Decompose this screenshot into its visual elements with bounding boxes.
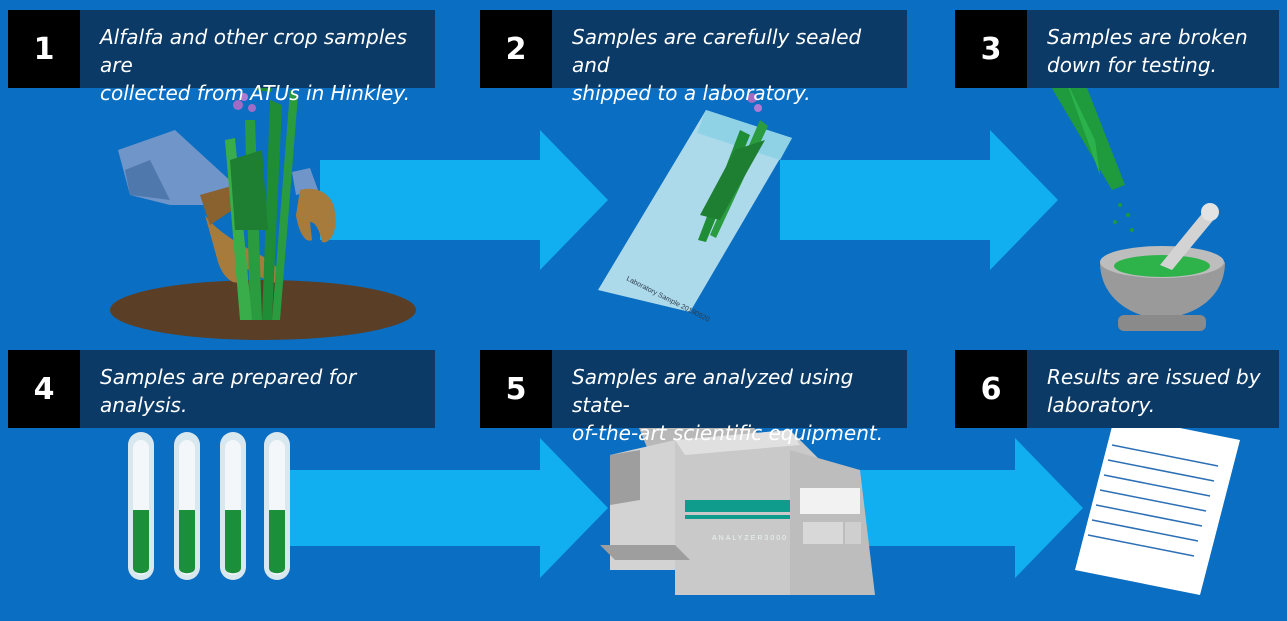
step-6-caption: Results are issued by laboratory. [1027,350,1279,428]
caption-line: down for testing. [1047,53,1217,77]
caption-line: of-the-art scientific equipment. [572,421,884,445]
caption-line: Samples are broken [1047,25,1248,49]
caption-line: laboratory. [1047,393,1156,417]
step-3-caption: Samples are broken down for testing. [1027,10,1279,88]
step-3-badge: 3 [955,10,1027,88]
step-5-caption: Samples are analyzed using state- of-the… [552,350,907,445]
test-tubes-icon [128,432,290,580]
caption-line: shipped to a laboratory. [572,81,811,105]
step-2-caption: Samples are carefully sealed and shipped… [552,10,907,105]
step-6-badge: 6 [955,350,1027,428]
step-5-badge: 5 [480,350,552,428]
step-2-badge: 2 [480,10,552,88]
step-1-badge: 1 [8,10,80,88]
arrow-2-to-3-icon [780,130,1058,270]
arrow-1-to-2-icon [320,130,608,270]
sample-bag-icon: Laboratory Sample 20190920 [598,93,792,324]
step-4-caption: Samples are prepared for analysis. [80,350,435,428]
caption-line: Samples are analyzed using state- [572,365,854,417]
report-document-icon [1075,415,1240,595]
step-1-caption: Alfalfa and other crop samples are colle… [80,10,435,105]
arrow-5-to-6-icon [845,438,1083,578]
mortar-pestle-icon [1050,70,1225,331]
caption-line: Alfalfa and other crop samples are [100,25,408,77]
caption-line: Samples are prepared for analysis. [100,365,357,417]
step-4-badge: 4 [8,350,80,428]
analyzer-label: ANALYZER3000 [712,535,788,542]
caption-line: Results are issued by [1047,365,1261,389]
caption-line: collected from ATUs in Hinkley. [100,81,410,105]
caption-line: Samples are carefully sealed and [572,25,862,77]
arrow-4-to-5-icon [290,438,608,578]
